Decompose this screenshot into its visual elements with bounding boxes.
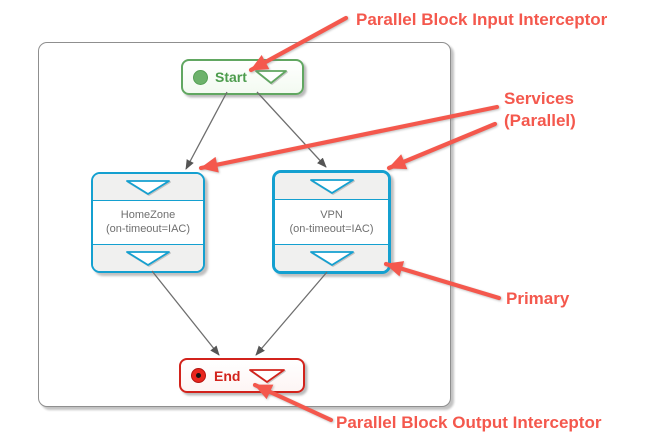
end-node-label: End — [214, 367, 241, 384]
service-block-homezone: HomeZone (on-timeout=IAC) — [91, 172, 205, 273]
service-output-band — [93, 244, 203, 271]
end-state-icon — [191, 368, 206, 383]
service-input-band — [93, 174, 203, 201]
start-node-label: Start — [215, 69, 247, 85]
service-input-interceptor-icon — [126, 179, 170, 195]
annotation-services-line1: Services — [504, 89, 574, 108]
service-body: HomeZone (on-timeout=IAC) — [93, 201, 203, 244]
start-state-icon — [193, 69, 208, 85]
annotation-primary-label: Primary — [506, 289, 570, 308]
service-input-band — [275, 173, 388, 200]
end-state-inner-dot — [196, 373, 201, 378]
start-node: Start — [181, 59, 304, 95]
end-node: End — [179, 358, 305, 393]
service-body: VPN (on-timeout=IAC) — [275, 200, 388, 244]
service-config: (on-timeout=IAC) — [289, 222, 374, 235]
annotation-services-line2: (Parallel) — [504, 111, 576, 130]
service-output-band — [275, 244, 388, 271]
annotation-input-interceptor-label: Parallel Block Input Interceptor — [356, 10, 608, 29]
service-name: HomeZone — [120, 209, 176, 221]
service-input-interceptor-icon — [309, 178, 354, 194]
service-block-vpn: VPN (on-timeout=IAC) — [272, 170, 391, 274]
annotation-output-interceptor-label: Parallel Block Output Interceptor — [336, 413, 602, 432]
service-config: (on-timeout=IAC) — [105, 223, 191, 235]
service-output-interceptor-icon — [309, 250, 354, 266]
input-interceptor-triangle-icon — [255, 70, 287, 84]
service-name: VPN — [320, 208, 343, 221]
annotation-services-parallel-label: Services (Parallel) — [504, 88, 576, 132]
service-output-interceptor-icon — [126, 250, 170, 266]
output-interceptor-triangle-icon — [249, 368, 286, 383]
